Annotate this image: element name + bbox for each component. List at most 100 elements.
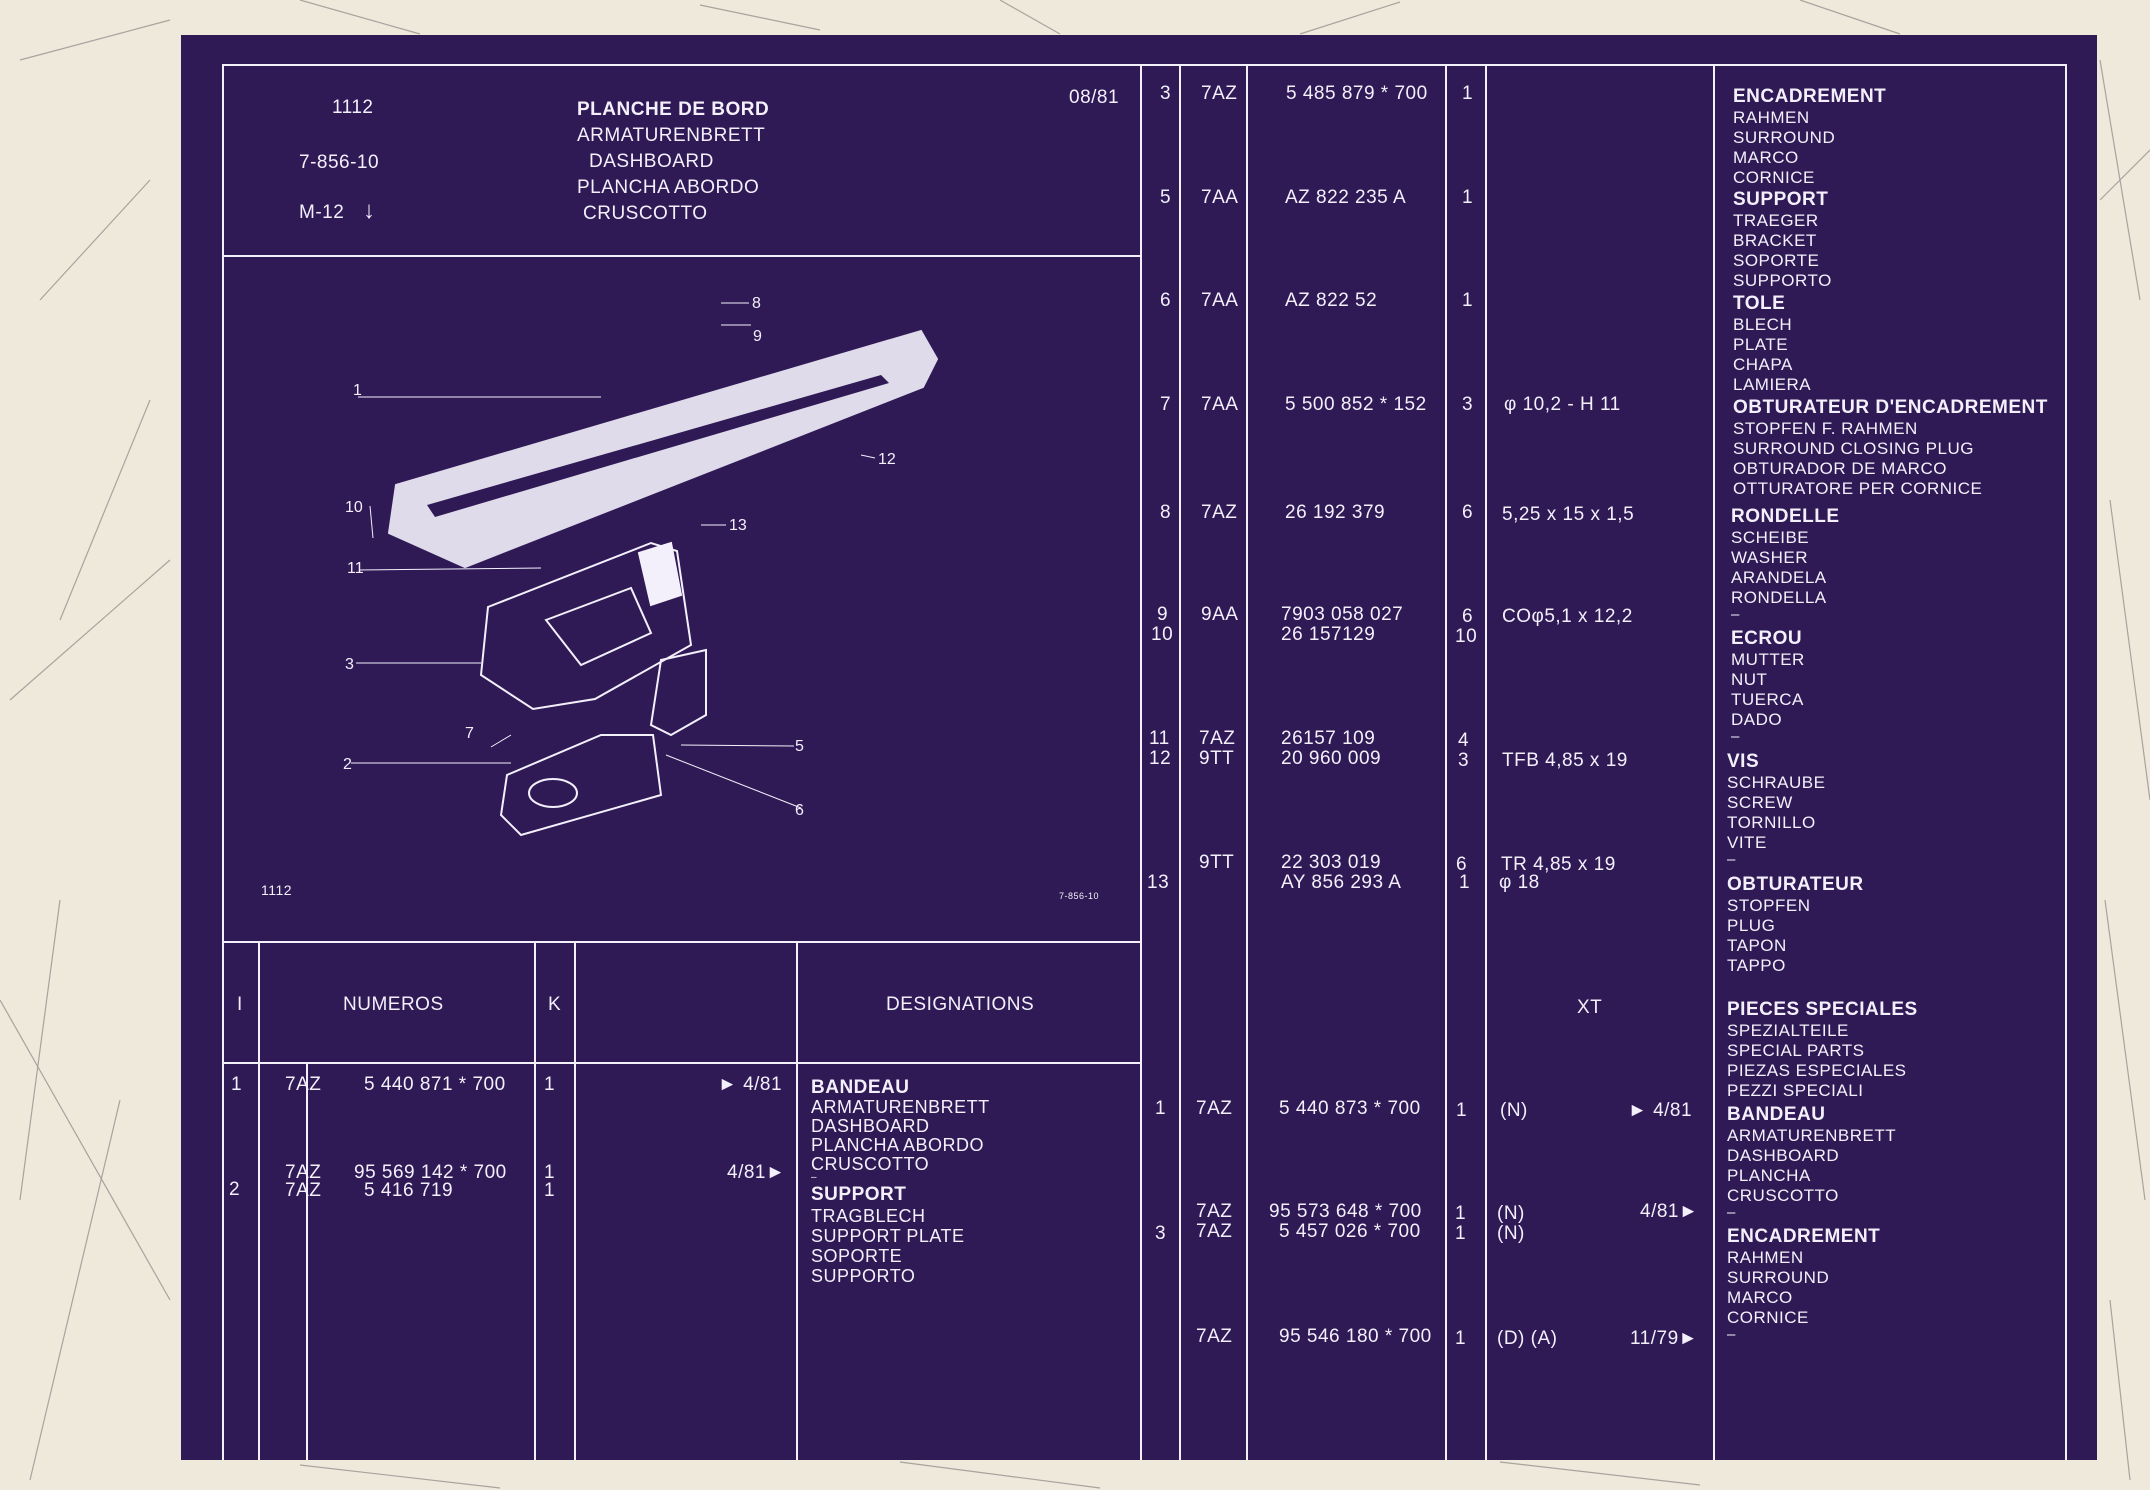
row-qty: 1 (1462, 187, 1474, 208)
designation-pieces-speciales: PIECES SPECIALES SPEZIALTEILE SPECIAL PA… (1727, 999, 1918, 1100)
row-prefix: 7AZ (1196, 1221, 1233, 1242)
row-qty: 3 (1462, 394, 1474, 415)
row-prefix: 7AZ (1199, 728, 1236, 749)
designation-encadrement: ENCADREMENT RAHMEN SURROUND MARCO CORNIC… (1733, 86, 1887, 187)
row-prefix: 9AA (1201, 604, 1239, 625)
row-spec: 5,25 x 15 x 1,5 (1502, 504, 1635, 525)
designation-encadrement-special: ENCADREMENT RAHMEN SURROUND MARCO CORNIC… (1727, 1226, 1881, 1343)
table-grid (222, 64, 2067, 1460)
row-index: 2 (229, 1179, 241, 1200)
col-header-numeros: NUMEROS (343, 994, 444, 1015)
row-date: 11/79► (1630, 1328, 1698, 1349)
row-qty: 6 (1456, 854, 1468, 875)
callout-5: 5 (795, 738, 804, 755)
row-qty: 1 (1455, 1328, 1467, 1349)
row-part-number: 7903 058 027 (1281, 604, 1404, 625)
designation-rondelle: RONDELLE SCHEIBE WASHER ARANDELA RONDELL… (1731, 506, 1840, 623)
row-prefix: 7AA (1201, 290, 1239, 311)
row-date: 4/81► (1640, 1201, 1699, 1222)
row-code: (D) (A) (1497, 1328, 1558, 1349)
row-prefix: 7AZ (1196, 1098, 1233, 1119)
row-index: 5 (1160, 187, 1172, 208)
designation-support: SUPPORT TRAEGER BRACKET SOPORTE SUPPORTO (1733, 189, 1832, 290)
row-qty: 6 (1462, 606, 1474, 627)
row-index: 6 (1160, 290, 1172, 311)
row-part-number: 5 457 026 * 700 (1279, 1221, 1421, 1242)
row-code: (N) (1500, 1100, 1528, 1121)
row-part-number: 5 500 852 * 152 (1285, 394, 1427, 415)
callout-2: 2 (343, 756, 352, 773)
row-date: ► 4/81 (718, 1074, 783, 1095)
row-spec: φ 10,2 - H 11 (1504, 394, 1621, 415)
row-qty: 4 (1458, 730, 1470, 751)
left-designation-bandeau: BANDEAU ARMATURENBRETT DASHBOARD PLANCHA… (811, 1077, 990, 1183)
row-index: 1 (231, 1074, 243, 1095)
row-part-number: 20 960 009 (1281, 748, 1382, 769)
row-index: 12 (1149, 748, 1172, 769)
row-part-number: 95 546 180 * 700 (1279, 1326, 1432, 1347)
row-index: 11 (1149, 728, 1170, 749)
model-number: 1112 (332, 97, 374, 118)
title-de: ARMATURENBRETT (577, 125, 766, 146)
row-prefix: 7AZ (285, 1162, 322, 1183)
row-index: 3 (1160, 83, 1172, 104)
row-prefix: 7AZ (1201, 83, 1238, 104)
left-designation-support: SUPPORT TRAGBLECH SUPPORT PLATE SOPORTE … (811, 1184, 965, 1286)
title-en: DASHBOARD (589, 151, 714, 172)
row-qty: 1 (544, 1162, 556, 1183)
row-part-number: 26 157129 (1281, 624, 1376, 645)
row-prefix: 7AA (1201, 394, 1239, 415)
col-header-k: K (548, 994, 562, 1015)
title-es: PLANCHA ABORDO (577, 177, 760, 198)
designation-tole: TOLE BLECH PLATE CHAPA LAMIERA (1733, 293, 1812, 394)
col-header-designations: DESIGNATIONS (886, 994, 1035, 1015)
row-qty: 1 (1459, 872, 1471, 893)
drawing-ref-label: 7-856-10 (1059, 891, 1100, 901)
designation-ecrou: ECROU MUTTER NUT TUERCA DADO – (1731, 628, 1805, 745)
designation-obturateur: OBTURATEUR STOPFEN PLUG TAPON TAPPO (1727, 874, 1864, 975)
row-part-number: 26 192 379 (1285, 502, 1386, 523)
row-qty: 1 (1462, 290, 1474, 311)
designation-vis: VIS SCHRAUBE SCREW TORNILLO VITE – (1727, 751, 1826, 868)
callout-9: 9 (753, 328, 762, 345)
row-prefix: 7AZ (1196, 1326, 1233, 1347)
row-prefix: 7AZ (285, 1180, 322, 1201)
row-spec: φ 18 (1499, 872, 1540, 893)
callout-11: 11 (347, 560, 364, 577)
row-index: 10 (1151, 624, 1174, 645)
edition-date: 08/81 (1069, 87, 1120, 108)
row-date: 4/81► (727, 1162, 786, 1183)
row-code: (N) (1497, 1223, 1525, 1244)
row-qty: 1 (1455, 1203, 1467, 1224)
callout-8: 8 (752, 295, 761, 312)
row-part-number: 95 573 648 * 700 (1269, 1201, 1422, 1222)
col-header-index: I (237, 994, 243, 1015)
row-part-number: 5 416 719 (364, 1180, 454, 1201)
row-spec: TR 4,85 x 19 (1501, 854, 1616, 875)
drawing-model-label: 1112 (261, 882, 293, 898)
row-qty: 1 (544, 1074, 556, 1095)
row-part-number: 26157 109 (1281, 728, 1376, 749)
callout-13: 13 (729, 517, 747, 534)
row-part-number: 95 569 142 * 700 (354, 1162, 507, 1183)
row-qty: 1 (544, 1180, 556, 1201)
drawing-reference: 7-856-10 (299, 152, 380, 173)
part-3-support (479, 541, 693, 711)
row-code: (N) (1497, 1203, 1525, 1224)
row-spec: COφ5,1 x 12,2 (1502, 606, 1633, 627)
col-header-xt: XT (1577, 997, 1603, 1018)
title-fr: PLANCHE DE BORD (577, 99, 770, 120)
designation-bandeau: BANDEAU ARMATURENBRETT DASHBOARD PLANCHA… (1727, 1104, 1897, 1221)
callout-3: 3 (345, 656, 354, 673)
row-spec: TFB 4,85 x 19 (1502, 750, 1628, 771)
row-qty: 10 (1455, 626, 1478, 647)
row-index: 3 (1155, 1223, 1167, 1244)
row-qty: 1 (1462, 83, 1474, 104)
callout-7: 7 (465, 725, 474, 742)
callout-10: 10 (345, 499, 363, 516)
row-index: 1 (1155, 1098, 1167, 1119)
callout-12: 12 (878, 451, 896, 468)
row-date: ► 4/81 (1628, 1100, 1693, 1121)
row-prefix: 7AZ (1201, 502, 1238, 523)
